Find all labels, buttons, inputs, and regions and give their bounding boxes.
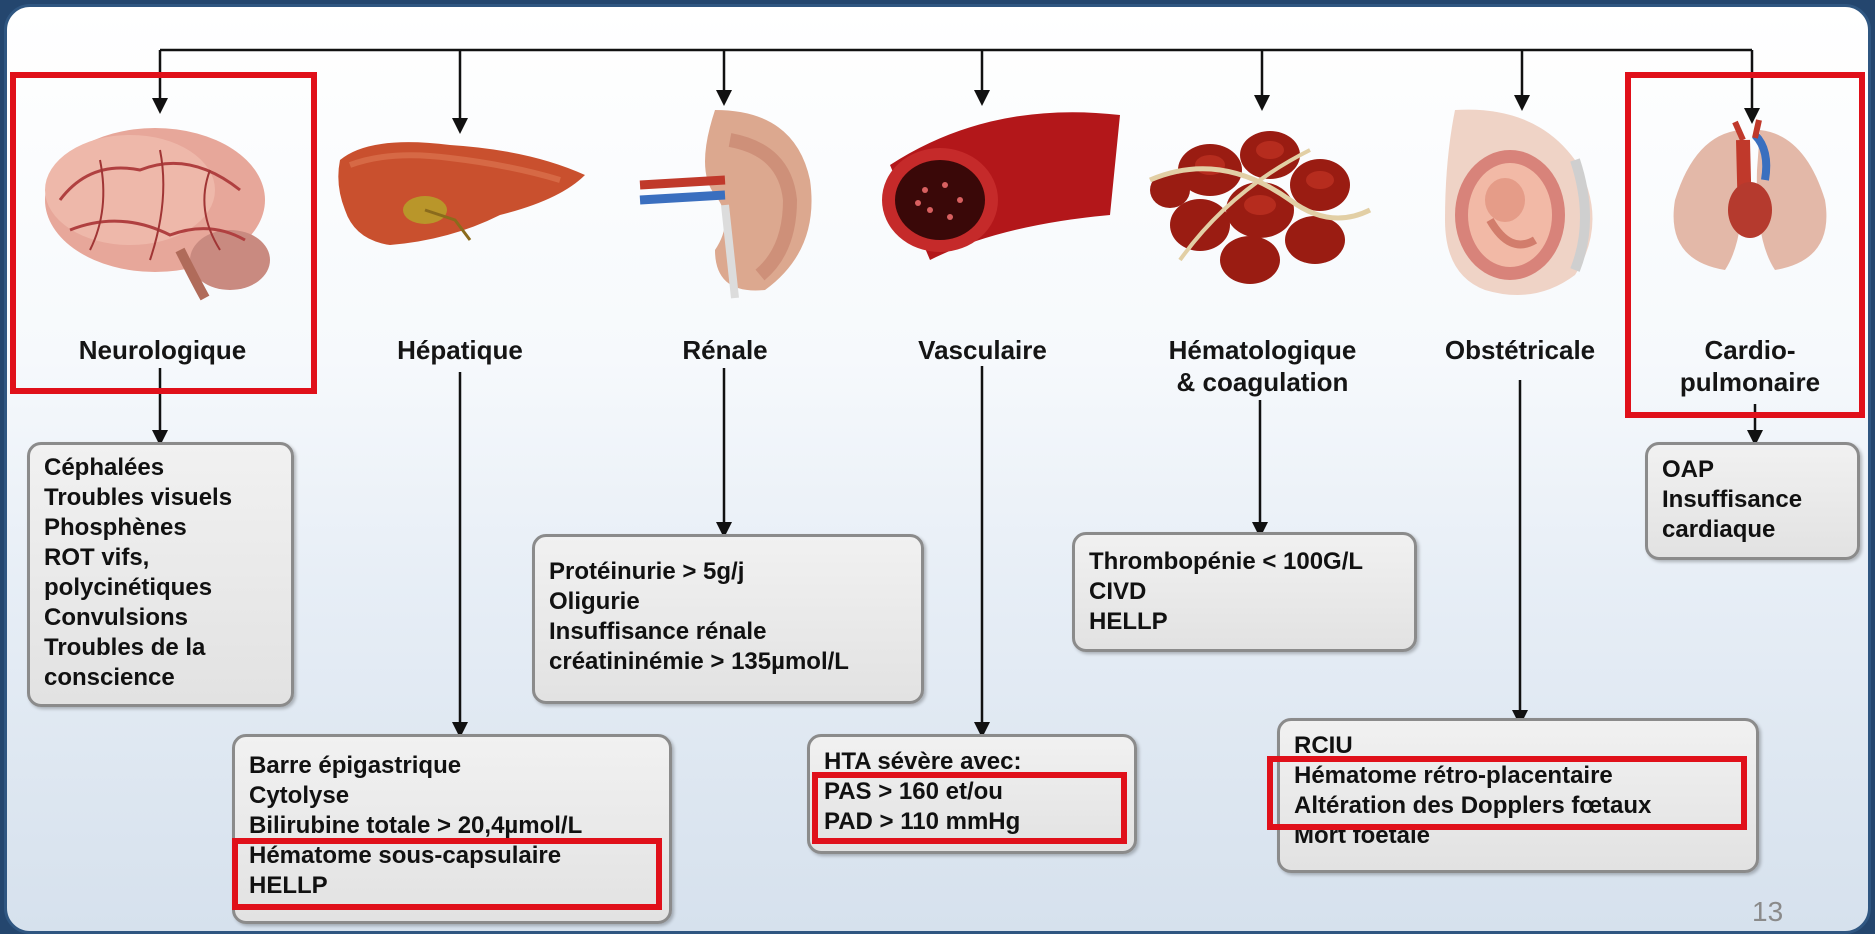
renale-line: créatininémie > 135µmol/L: [549, 647, 907, 677]
vasculaire-line: PAD > 110 mmHg: [824, 807, 1120, 837]
label-hepatique: Hépatique: [370, 334, 550, 366]
pregnancy-illustration: [1425, 100, 1625, 305]
brain-illustration: [30, 120, 290, 305]
hepatique-line: Barre épigastrique: [249, 751, 655, 781]
label-hematologique-line1: Hématologique: [1169, 335, 1357, 365]
hepatique-line: HELLP: [249, 871, 655, 901]
label-renale: Rénale: [670, 334, 780, 366]
hemato-line: CIVD: [1089, 577, 1400, 607]
liver-illustration: [330, 130, 590, 260]
page-number: 13: [1752, 896, 1783, 928]
cardio-line: OAP: [1662, 455, 1843, 485]
renale-line: Protéinurie > 5g/j: [549, 557, 907, 587]
label-hematologique: Hématologique & coagulation: [1140, 334, 1385, 398]
hepatique-line: Hématome sous-capsulaire: [249, 841, 655, 871]
label-obstetricale: Obstétricale: [1425, 334, 1615, 366]
box-neurologique: Céphalées Troubles visuels Phosphènes RO…: [27, 442, 294, 707]
vasculaire-line: PAS > 160 et/ou: [824, 777, 1120, 807]
neuro-line: ROT vifs,: [44, 543, 277, 573]
blood-clot-illustration: [1140, 110, 1380, 300]
cardio-line: cardiaque: [1662, 515, 1843, 545]
hemato-line: HELLP: [1089, 607, 1400, 637]
label-cardio-line1: Cardio-: [1705, 335, 1796, 365]
label-cardio-line2: pulmonaire: [1680, 367, 1820, 397]
vasculaire-line: HTA sévère avec:: [824, 747, 1120, 777]
box-cardio: OAP Insuffisance cardiaque: [1645, 442, 1860, 560]
box-renale: Protéinurie > 5g/j Oligurie Insuffisance…: [532, 534, 924, 704]
cardio-line: Insuffisance: [1662, 485, 1843, 515]
renale-line: Insuffisance rénale: [549, 617, 907, 647]
blood-vessel-illustration: [870, 105, 1130, 265]
box-vasculaire: HTA sévère avec: PAS > 160 et/ou PAD > 1…: [807, 734, 1137, 854]
box-hepatique: Barre épigastrique Cytolyse Bilirubine t…: [232, 734, 672, 924]
renale-line: Oligurie: [549, 587, 907, 617]
box-obstetricale: RCIU Hématome rétro-placentaire Altérati…: [1277, 718, 1759, 873]
heart-lungs-illustration: [1655, 110, 1845, 280]
hemato-line: Thrombopénie < 100G/L: [1089, 547, 1400, 577]
obstetricale-line: Hématome rétro-placentaire: [1294, 761, 1742, 791]
bottom-arrows: [160, 366, 1755, 722]
obstetricale-line: RCIU: [1294, 731, 1742, 761]
label-neurologique: Neurologique: [40, 334, 285, 366]
obstetricale-line: Mort foetale: [1294, 821, 1742, 851]
neuro-line: Céphalées: [44, 453, 277, 483]
neuro-line: Troubles de la: [44, 633, 277, 663]
obstetricale-line: Altération des Dopplers fœtaux: [1294, 791, 1742, 821]
neuro-line: Troubles visuels: [44, 483, 277, 513]
neuro-line: Phosphènes: [44, 513, 277, 543]
hepatique-line: Bilirubine totale > 20,4µmol/L: [249, 811, 655, 841]
kidney-illustration: [635, 100, 825, 300]
label-vasculaire: Vasculaire: [900, 334, 1065, 366]
hepatique-line: Cytolyse: [249, 781, 655, 811]
label-hematologique-line2: & coagulation: [1177, 367, 1349, 397]
box-hematologique: Thrombopénie < 100G/L CIVD HELLP: [1072, 532, 1417, 652]
neuro-line: Convulsions: [44, 603, 277, 633]
neuro-line: conscience: [44, 663, 277, 693]
neuro-line: polycinétiques: [44, 573, 277, 603]
label-cardio-pulmonaire: Cardio- pulmonaire: [1660, 334, 1840, 398]
